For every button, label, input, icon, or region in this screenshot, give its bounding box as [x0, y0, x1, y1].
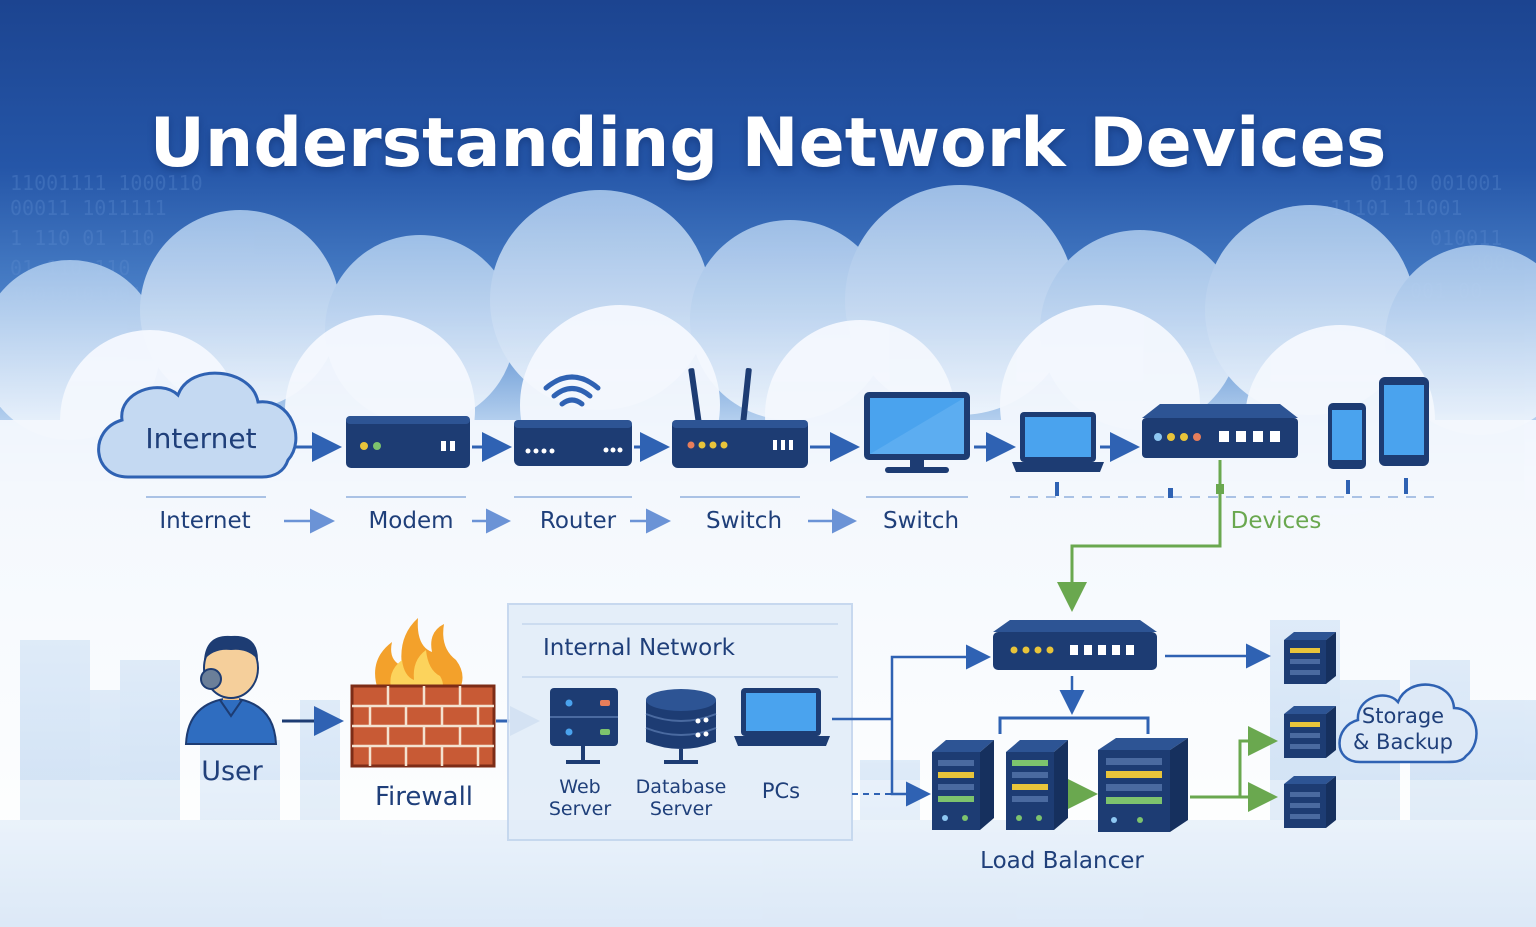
label-router: Router: [539, 508, 617, 534]
user-icon: [184, 635, 278, 745]
database-icon: [645, 689, 717, 764]
server-rack-icon: [932, 740, 994, 830]
cloud-label: Internet: [145, 422, 257, 455]
phone-icon: [1328, 403, 1366, 469]
pc-icon: [734, 688, 830, 746]
web-server-icon: [550, 688, 618, 764]
server-rack-icon: [1098, 738, 1188, 832]
label-modem: Modem: [368, 508, 454, 534]
label-storage-backup: Storage & Backup: [1352, 704, 1454, 754]
label-pcs: PCs: [761, 779, 801, 803]
svg-text:11001111 1000110: 11001111 1000110: [10, 171, 203, 195]
modem-icon: [346, 416, 470, 468]
laptop-icon: [1012, 412, 1104, 472]
switch-icon: [1142, 404, 1298, 458]
flame-icon: [375, 618, 463, 694]
tablet-icon: [1379, 377, 1429, 466]
label-devices: Devices: [1230, 508, 1322, 534]
label-firewall: Firewall: [374, 782, 474, 812]
cloud-icon: [97, 371, 298, 479]
svg-text:1 110 01 110: 1 110 01 110: [10, 226, 155, 250]
label-user: User: [201, 756, 263, 787]
storage-icon: [1284, 706, 1336, 758]
switch-icon: [672, 368, 808, 468]
switch-icon: [993, 620, 1157, 670]
label-switch-2: Switch: [882, 508, 960, 534]
router-icon: [514, 420, 632, 466]
internal-network-title: Internal Network: [543, 635, 735, 661]
label-database-server: Database Server: [635, 776, 727, 820]
cloud-icon: [1338, 683, 1478, 764]
wifi-icon: [543, 374, 601, 407]
label-load-balancer: Load Balancer: [980, 848, 1144, 874]
storage-icon: [1284, 632, 1336, 684]
svg-text:00011 1011111: 00011 1011111: [10, 196, 167, 220]
firewall-icon: [350, 684, 496, 768]
storage-icon: [1284, 776, 1336, 828]
server-rack-icon: [1006, 740, 1068, 830]
svg-text:0110 001001: 0110 001001: [1370, 171, 1502, 195]
label-web-server: Web Server: [548, 776, 612, 820]
label-switch: Switch: [705, 508, 783, 534]
label-internet: Internet: [159, 508, 251, 534]
page-title: Understanding Network Devices: [149, 103, 1387, 183]
monitor-icon: [864, 392, 970, 473]
